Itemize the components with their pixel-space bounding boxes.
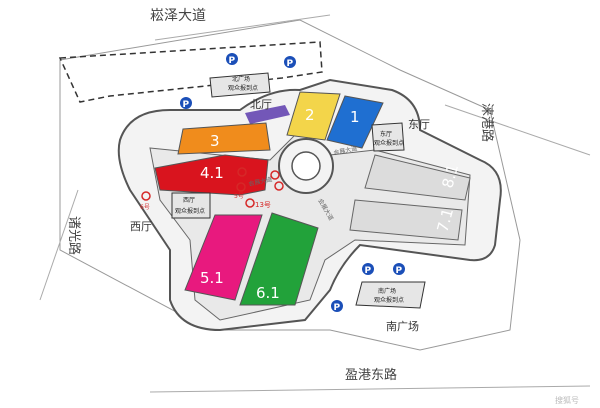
central-hub-inner [291,151,321,181]
west-road-line [39,189,79,301]
east-hall-name: 东厅 [408,118,430,131]
svg-text:P: P [365,266,372,276]
north-checkpoint-building [209,72,271,98]
hall-5-1 [184,214,263,301]
hall-3-label: 3 [210,132,220,150]
south-checkpoint-label-1: 南广场 [378,287,396,295]
east-checkpoint-label-1: 东厅 [380,130,392,138]
gate-6-marker: 6号 [140,191,151,211]
north-checkpoint-label-1: 北广场 [232,75,250,83]
north-hall-roof [245,105,290,124]
west-road-name: 诸光路 [66,216,82,255]
north-checkpoint-label-2: 观众报到点 [228,84,258,92]
south-road-name: 盈港东路 [345,367,397,383]
south-checkpoint-label-2: 观众报到点 [374,296,404,304]
hall-7-1-label: 7.1 [433,206,457,234]
gate-13-marker: 13号 [245,198,271,209]
parking-icon: P [393,263,405,276]
parking-icon: P [331,300,343,313]
site-boundary [59,19,521,351]
east-road-line [444,104,591,156]
hall-5-1-label: 5.1 [200,269,224,287]
gate-5-label: 5号 [234,193,244,200]
west-checkpoint-label-1: 西厅 [183,197,195,204]
hall-8-1-label: 8.1 [438,162,462,190]
parking-icon: P [226,53,238,66]
hall-7-1 [349,199,463,241]
svg-text:P: P [183,100,190,110]
hall-1-label: 1 [350,108,360,126]
south-checkpoint-building [355,281,426,309]
hall-2 [286,91,341,141]
hall-3 [177,122,271,155]
hall-4-1 [154,154,269,196]
gate-13-label: 13号 [255,201,271,209]
hall-6-1-label: 6.1 [256,284,280,302]
gate-5-marker: 5号 [234,167,284,200]
svg-text:P: P [287,59,294,69]
east-checkpoint-building [371,122,405,152]
svg-text:P: P [396,266,403,276]
south-square-name: 南广场 [386,319,419,333]
watermark: 搜狐号 [555,395,579,405]
hall-2-label: 2 [305,106,315,124]
hall-4-1-label: 4.1 [200,164,224,182]
gate-6-label: 6号 [140,204,150,211]
north-road-name: 崧泽大道 [150,8,206,24]
north-road-line [154,14,331,41]
hall-1 [326,95,384,149]
west-hall-name: 西厅 [130,220,152,233]
north-hall-name: 北厅 [250,98,272,111]
west-checkpoint-label-2: 观众报到点 [175,207,205,215]
north-parking-lot [58,41,323,103]
parking-icon: P [362,263,374,276]
parking-icon: P [284,56,296,69]
parking-icon: P [180,97,192,110]
svg-text:P: P [334,303,341,313]
hall-8-1 [364,154,471,201]
south-road-line [149,385,591,393]
west-checkpoint-building [171,192,211,219]
east-road-name: 涞港路 [479,103,495,142]
east-checkpoint-label-2: 观众报到点 [374,139,404,147]
svg-text:P: P [229,56,236,66]
hall-6-1 [239,212,319,306]
